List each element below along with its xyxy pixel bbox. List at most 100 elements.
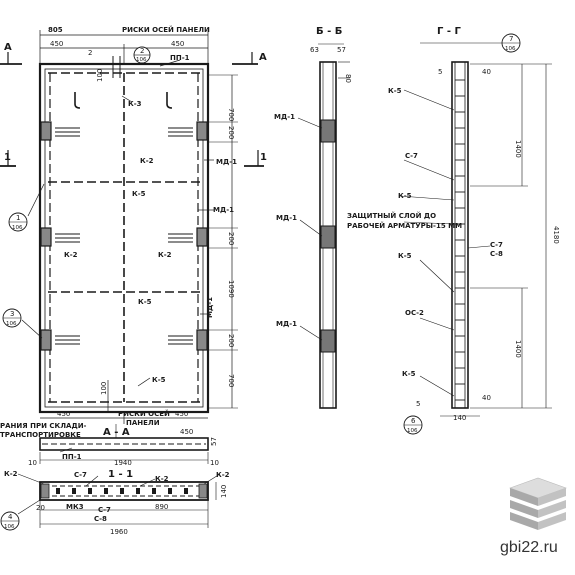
label-k2-b: К-2 [64,251,78,259]
s11-c7-b: С-7 [98,506,111,514]
section-bb-title: Б - Б [316,26,342,37]
s11-dim-140: 140 [220,485,228,498]
bb-md1-1: МД-1 [274,113,295,121]
callout-3: 3 106 [2,308,22,328]
svg-text:6: 6 [411,417,416,425]
section-aa-title: А - А [103,427,130,438]
gg-c7-2: С-7 [490,241,503,249]
gg-k5-2: К-5 [398,192,412,200]
s11-c8: С-8 [94,515,107,523]
stacked-slabs-icon [509,477,567,530]
rt-dim-200c: 200 [227,334,235,347]
label-md1-a: МД-1 [216,158,237,166]
aa-note-2: ТРАНСПОРТИРОВКЕ [0,431,81,439]
section-gg-title: Г - Г [437,26,461,37]
svg-text:4: 4 [8,513,13,521]
callout-2: 2 106 [133,46,151,64]
label-k5-b: К-5 [138,298,152,306]
label-md1-c: МД-1 [206,297,214,318]
label-md1-b: МД-1 [213,206,234,214]
front-dim-450-br: 450 [175,410,188,418]
front-bottom-label-2: ПАНЕЛИ [126,419,160,427]
label-pp1: ПП-1 [170,54,190,62]
svg-text:1: 1 [16,214,20,222]
front-dim-100: 100 [96,69,104,82]
front-dim-450-right: 450 [171,40,184,48]
aa-dim-10b: 10 [210,459,219,467]
front-dim-450-bl: 450 [57,410,70,418]
svg-text:106: 106 [407,428,418,434]
svg-text:106: 106 [136,57,147,63]
s11-k2-left: К-2 [4,470,18,478]
aa-dim-57: 57 [210,437,218,446]
s11-k2-right: К-2 [216,471,230,479]
s11-dim-1960: 1960 [110,528,128,536]
gg-note-1: ЗАЩИТНЫЙ СЛОЙ ДО [347,211,436,220]
front-bottom-label-1: РИСКИ ОСЕЙ [118,409,170,418]
bb-md1-2: МД-1 [276,214,297,222]
front-dim-805: 805 [48,26,63,34]
gg-dim-1400a: 1400 [514,140,522,158]
label-k2-a: К-2 [140,157,154,165]
gg-note-2: РАБОЧЕЙ АРМАТУРЫ-15 ММ [347,221,462,230]
svg-text:106: 106 [6,321,17,327]
svg-text:106: 106 [505,46,516,52]
bb-dim-63: 63 [310,46,319,54]
aa-dim-10a: 10 [28,459,37,467]
bb-dim-80: 80 [344,74,352,83]
cut-a-right: А [259,52,267,63]
gg-k5-4: К-5 [402,370,416,378]
rt-dim-700a: 700 [227,108,235,121]
svg-text:7: 7 [509,35,513,43]
callout-7: 7 106 [501,33,521,53]
cut-1-left: 1 [4,152,11,163]
label-k2-c: К-2 [158,251,172,259]
svg-text:2: 2 [140,47,144,55]
svg-text:3: 3 [10,310,14,318]
bb-md1-3: МД-1 [276,320,297,328]
front-dim-2: 2 [88,49,92,57]
cut-1-right: 1 [260,152,267,163]
front-view [0,30,264,424]
callout-1: 1 106 [8,212,28,232]
gg-dim-5a: 5 [438,68,442,76]
callout-4: 4 106 [0,511,20,531]
section-11-title: 1 - 1 [108,469,133,480]
bb-dim-57: 57 [337,46,346,54]
gg-ds2: ОС-2 [405,309,424,317]
rt-dim-200b: 200 [227,232,235,245]
gg-dim-5b: 5 [416,400,420,408]
gg-dim-40b: 40 [482,394,491,402]
aa-dim-450: 450 [180,428,193,436]
label-k5-c: К-5 [152,376,166,384]
section-gg [399,42,552,417]
s11-mk3: МК3 [66,503,84,511]
rt-dim-700b: 700 [227,374,235,387]
svg-text:106: 106 [4,524,15,530]
gg-c8: С-8 [490,250,503,258]
gg-dim-140: 140 [453,414,466,422]
gg-k5-1: К-5 [388,87,402,95]
gg-dim-1400b: 1400 [514,340,522,358]
aa-dim-1940: 1940 [114,459,132,467]
gg-c7-1: С-7 [405,152,418,160]
s11-dim-20: 20 [36,504,45,512]
gg-dim-4180: 4180 [552,226,560,244]
front-dim-100-b: 100 [100,382,108,395]
s11-dim-890: 890 [155,503,168,511]
section-bb [297,43,350,409]
cut-a-left: А [4,42,12,53]
callout-6: 6 106 [403,415,423,435]
label-k5-a: К-5 [132,190,146,198]
rt-dim-200a: 200 [227,126,235,139]
watermark-text: gbi22.ru [500,539,558,556]
s11-c7-a: С-7 [74,471,87,479]
s11-k2-mid: К-2 [155,475,169,483]
aa-note-1: РАНИЯ ПРИ СКЛАДИ- [0,422,87,430]
label-k3: К-3 [128,100,142,108]
gg-dim-40a: 40 [482,68,491,76]
aa-pp1: ПП-1 [62,453,82,461]
front-top-label: РИСКИ ОСЕЙ ПАНЕЛИ [122,25,210,34]
rt-dim-1090: 1090 [227,280,235,298]
